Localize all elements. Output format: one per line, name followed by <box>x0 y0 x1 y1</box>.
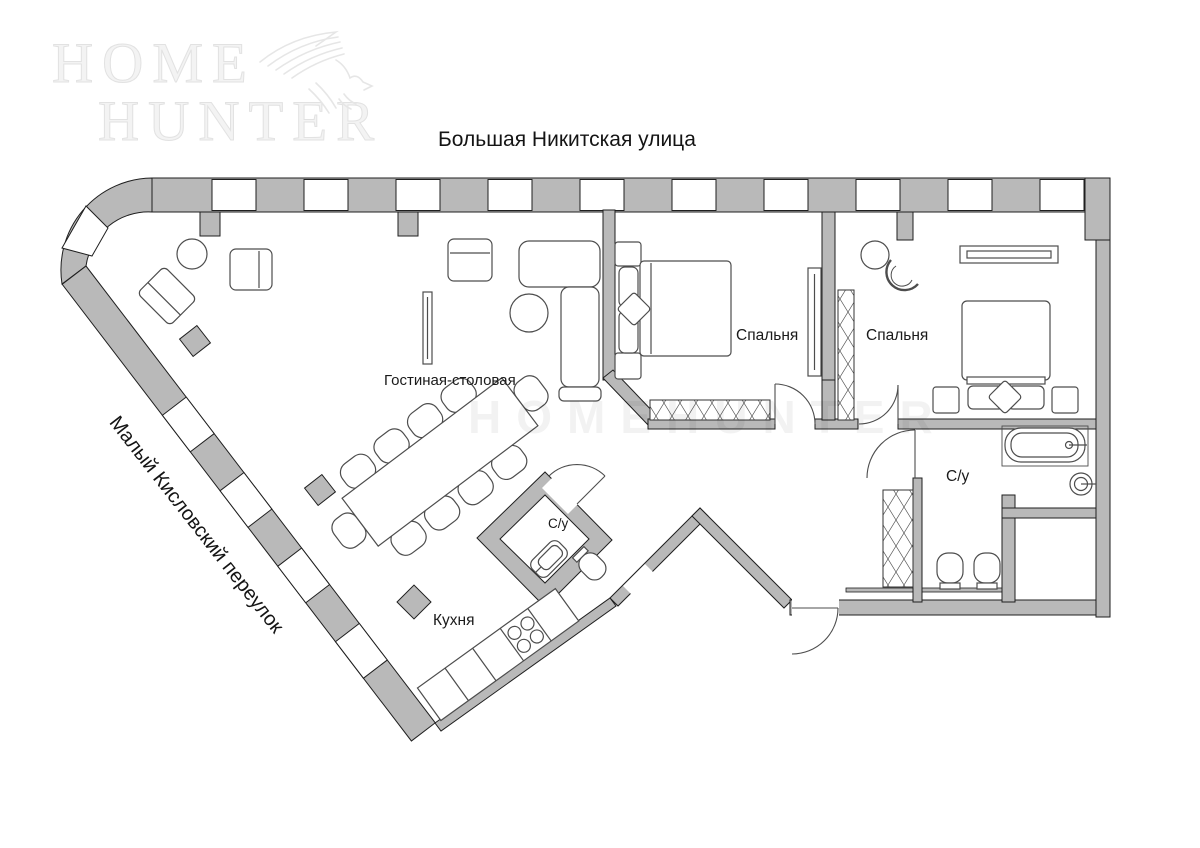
cushion-icon <box>988 380 1022 414</box>
radiator-icon <box>959 245 1059 264</box>
furniture-layer <box>138 238 1096 722</box>
round-table-icon <box>860 240 890 270</box>
radiator-icon <box>807 267 822 377</box>
sofa-icon <box>518 240 602 402</box>
sink-icon <box>530 540 568 578</box>
round-table-icon <box>176 238 208 270</box>
window-icon <box>947 179 993 211</box>
corner-wall <box>60 177 153 285</box>
column-icon <box>178 324 212 358</box>
partition-living-bedroom1 <box>602 209 616 381</box>
window-icon <box>211 179 257 211</box>
apex-wall-right <box>691 507 793 609</box>
wardrobes-layer <box>649 289 914 588</box>
door-arc-icon <box>866 429 916 479</box>
bathroom-wall <box>912 477 923 603</box>
bed-icon <box>932 300 1079 414</box>
window-icon <box>303 179 349 211</box>
window-icon <box>334 622 388 679</box>
wc-small-interior <box>499 494 590 584</box>
doors-layer <box>548 383 916 655</box>
entrance-door-icon <box>791 607 839 655</box>
dining-table-icon <box>341 377 539 547</box>
toilet-icon <box>571 545 607 581</box>
window-icon <box>61 205 109 257</box>
tv-console-icon <box>649 399 771 421</box>
room-label-bedroom2: Спальня <box>866 327 929 344</box>
walls-layer <box>60 177 1111 742</box>
chair-icon <box>885 259 919 292</box>
radiator-icon <box>422 291 433 365</box>
room-label-wc-main: С/у <box>946 468 970 485</box>
nightstand-icon <box>614 352 642 380</box>
partition-bedrooms-lower <box>821 379 836 421</box>
storage-room <box>1014 517 1097 601</box>
wardrobe-icon <box>882 489 914 588</box>
column-icon <box>396 584 432 620</box>
nightstand-icon <box>1051 386 1079 414</box>
column-icon <box>303 473 337 507</box>
toilet-icon <box>973 552 1001 590</box>
top-wall-windows <box>211 179 1085 211</box>
window-icon <box>671 179 717 211</box>
diagonal-wall <box>61 265 436 742</box>
column-icon <box>199 211 221 237</box>
sink-icon <box>1069 472 1096 496</box>
wc-small-doorway <box>542 478 578 514</box>
room-label-kitchen: Кухня <box>433 612 475 629</box>
armchair-icon <box>138 267 196 325</box>
armchair-icon <box>229 248 273 291</box>
street-label-top: Большая Никитская улица <box>438 128 696 151</box>
toilet-icon <box>936 552 964 590</box>
right-wall <box>1095 177 1111 618</box>
watermark: HOMEHUNTER <box>468 391 948 443</box>
bathtub-icon <box>1001 425 1089 467</box>
door-arc-icon <box>858 384 899 425</box>
window-icon <box>219 471 273 529</box>
armchair-icon <box>447 238 493 282</box>
room-label-living: Гостиная-столовая <box>384 372 516 389</box>
kitchen-doorway <box>623 564 656 597</box>
logo-text-home: HOME <box>52 32 256 95</box>
bed-icon <box>614 241 732 380</box>
window-icon <box>395 179 441 211</box>
window-icon <box>487 179 533 211</box>
logo: HOME HUNTER <box>52 30 392 174</box>
nightstand-icon <box>932 386 960 414</box>
right-wall-top-block <box>1084 177 1111 241</box>
window-icon <box>277 547 331 604</box>
window-icon <box>855 179 901 211</box>
nightstand-icon <box>614 241 642 267</box>
eagle-icon <box>259 30 374 114</box>
kitchen-counter-icon <box>416 587 580 722</box>
dining-table-group <box>331 375 549 556</box>
room-label-wc-small: С/у <box>548 516 569 531</box>
column-icon <box>896 211 914 241</box>
window-icon <box>579 179 625 211</box>
cushion-icon <box>617 292 651 326</box>
coffee-table-icon <box>509 293 549 333</box>
logo-text-hunter: HUNTER <box>98 90 384 153</box>
room-label-bedroom1: Спальня <box>736 327 799 344</box>
column-icon <box>397 211 419 237</box>
door-arc-icon <box>548 464 606 505</box>
partition-bedrooms <box>821 211 836 383</box>
storage-wall-top <box>1001 507 1097 519</box>
apex-wall-left <box>609 507 709 607</box>
door-arc-icon <box>774 383 816 425</box>
stove-icon <box>507 616 544 653</box>
window-icon <box>1039 179 1085 211</box>
window-icon <box>763 179 809 211</box>
wardrobe-icon <box>837 289 855 421</box>
window-icon <box>161 396 215 453</box>
